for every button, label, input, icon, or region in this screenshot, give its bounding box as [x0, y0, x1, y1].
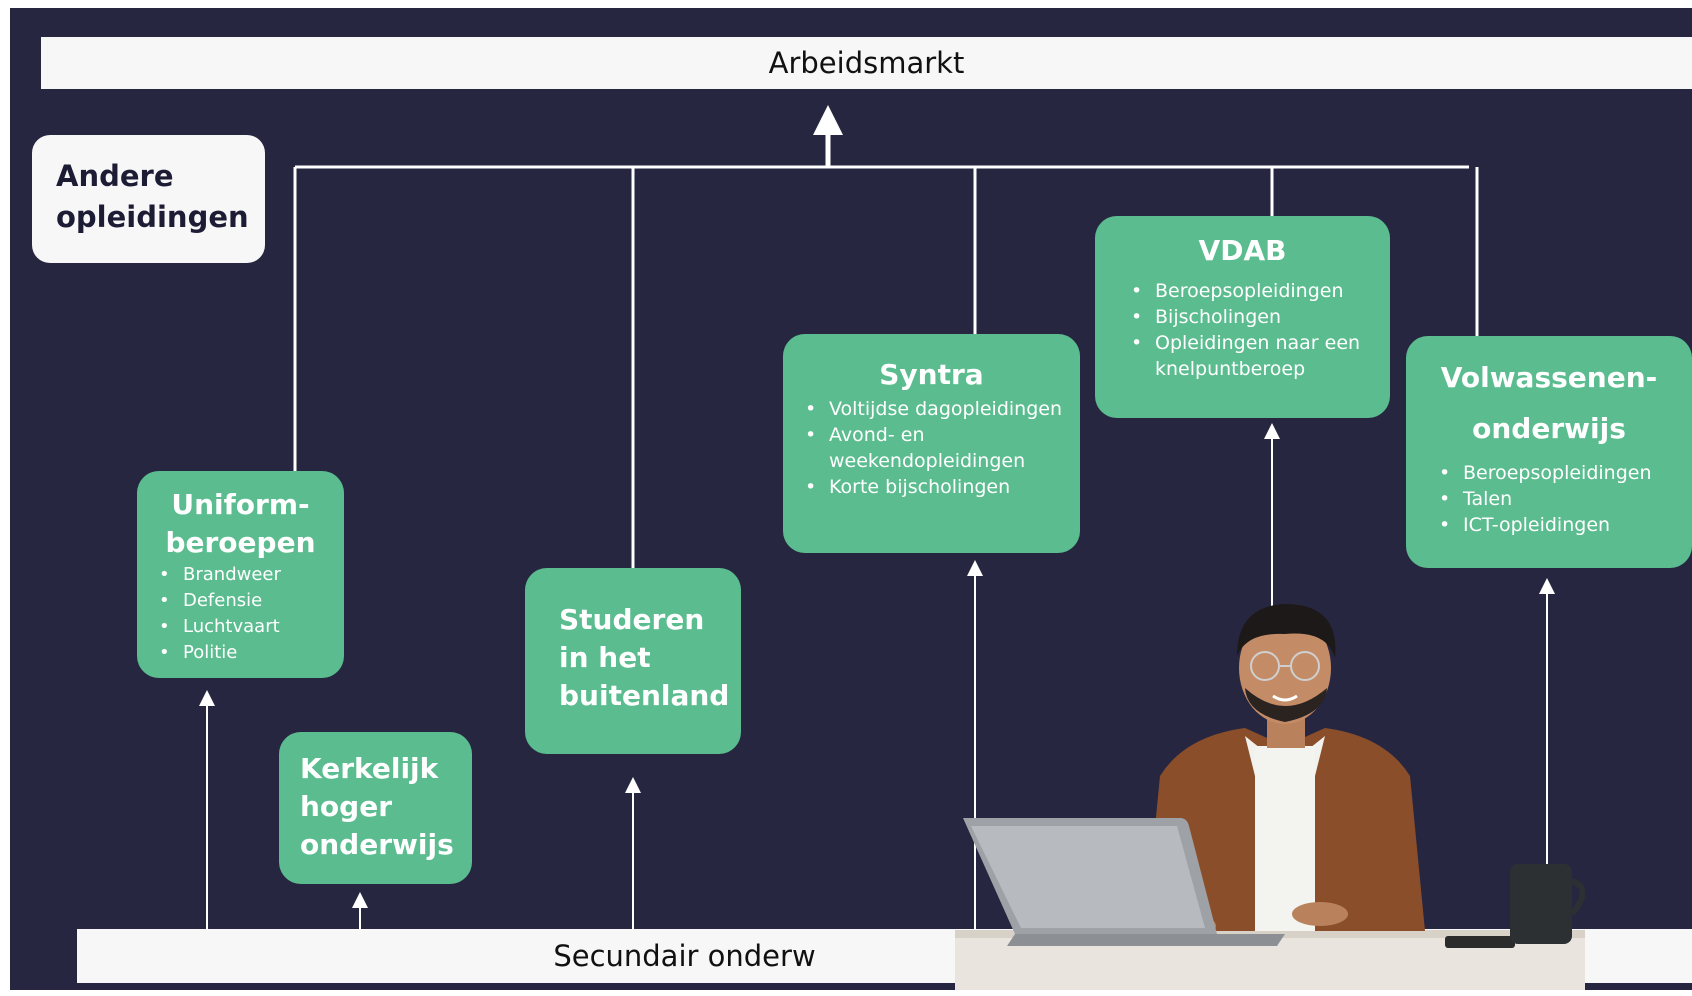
box-studeren-in-het-buitenland: Studeren in het buitenland — [525, 568, 741, 754]
box-andere-opleidingen: Andere opleidingen — [32, 135, 265, 263]
list-item: Luchtvaart — [159, 614, 344, 640]
arbeidsmarkt-bar: Arbeidsmarkt — [41, 37, 1692, 89]
list-item: Avond- en weekendopleidingen — [805, 422, 1080, 474]
syntra-title: Syntra — [879, 358, 984, 391]
uniform-title-line2: beroepen — [165, 526, 316, 559]
list-item: Beroepsopleidingen — [1439, 460, 1692, 486]
list-item: Defensie — [159, 588, 344, 614]
kerk-title-line2: hoger — [300, 790, 393, 823]
volw-list: Beroepsopleidingen Talen ICT-opleidingen — [1406, 460, 1692, 538]
diagram-canvas: Arbeidsmarkt Secundair onderw Andere opl… — [10, 8, 1692, 990]
head — [1239, 612, 1331, 724]
studeren-title-line2: in het — [559, 641, 651, 674]
box-uniformberoepen: Uniform- beroepen Brandweer Defensie Luc… — [137, 471, 344, 678]
uniform-title-line1: Uniform- — [171, 488, 310, 521]
kerk-title-line3: onderwijs — [300, 828, 454, 861]
mug — [1510, 864, 1572, 944]
box-kerkelijk-hoger-onderwijs: Kerkelijk hoger onderwijs — [279, 732, 472, 884]
syntra-list: Voltijdse dagopleidingen Avond- en weeke… — [783, 396, 1080, 500]
secundair-onderwijs-label: Secundair onderw — [553, 939, 816, 973]
list-item: Talen — [1439, 486, 1692, 512]
phone — [1445, 936, 1515, 948]
box-syntra: Syntra Voltijdse dagopleidingen Avond- e… — [783, 334, 1080, 553]
list-item: Korte bijscholingen — [805, 474, 1080, 500]
andere-title-line2: opleidingen — [56, 200, 249, 234]
studeren-title-line1: Studeren — [559, 603, 705, 636]
box-vdab: VDAB Beroepsopleidingen Bijscholingen Op… — [1095, 216, 1390, 418]
vdab-list: Beroepsopleidingen Bijscholingen Opleidi… — [1095, 278, 1390, 382]
student-laptop-photo — [955, 604, 1585, 990]
list-item: Beroepsopleidingen — [1131, 278, 1390, 304]
connector-lines — [199, 105, 1555, 929]
hair — [1237, 604, 1336, 658]
uniform-list: Brandweer Defensie Luchtvaart Politie — [137, 562, 344, 666]
list-item: Opleidingen naar een knelpuntberoep — [1131, 330, 1390, 382]
studeren-title-line3: buitenland — [559, 679, 730, 712]
volw-title-line2: onderwijs — [1472, 412, 1626, 445]
arbeidsmarkt-label: Arbeidsmarkt — [768, 46, 965, 80]
andere-title-line1: Andere — [56, 159, 174, 193]
list-item: Politie — [159, 640, 344, 666]
list-item: Brandweer — [159, 562, 344, 588]
box-volwassenenonderwijs: Volwassenen- onderwijs Beroepsopleidinge… — [1406, 336, 1692, 568]
kerk-title-line1: Kerkelijk — [300, 752, 439, 785]
list-item: Bijscholingen — [1131, 304, 1390, 330]
list-item: Voltijdse dagopleidingen — [805, 396, 1080, 422]
list-item: ICT-opleidingen — [1439, 512, 1692, 538]
vdab-title: VDAB — [1198, 234, 1287, 267]
volw-title-line1: Volwassenen- — [1440, 361, 1658, 394]
